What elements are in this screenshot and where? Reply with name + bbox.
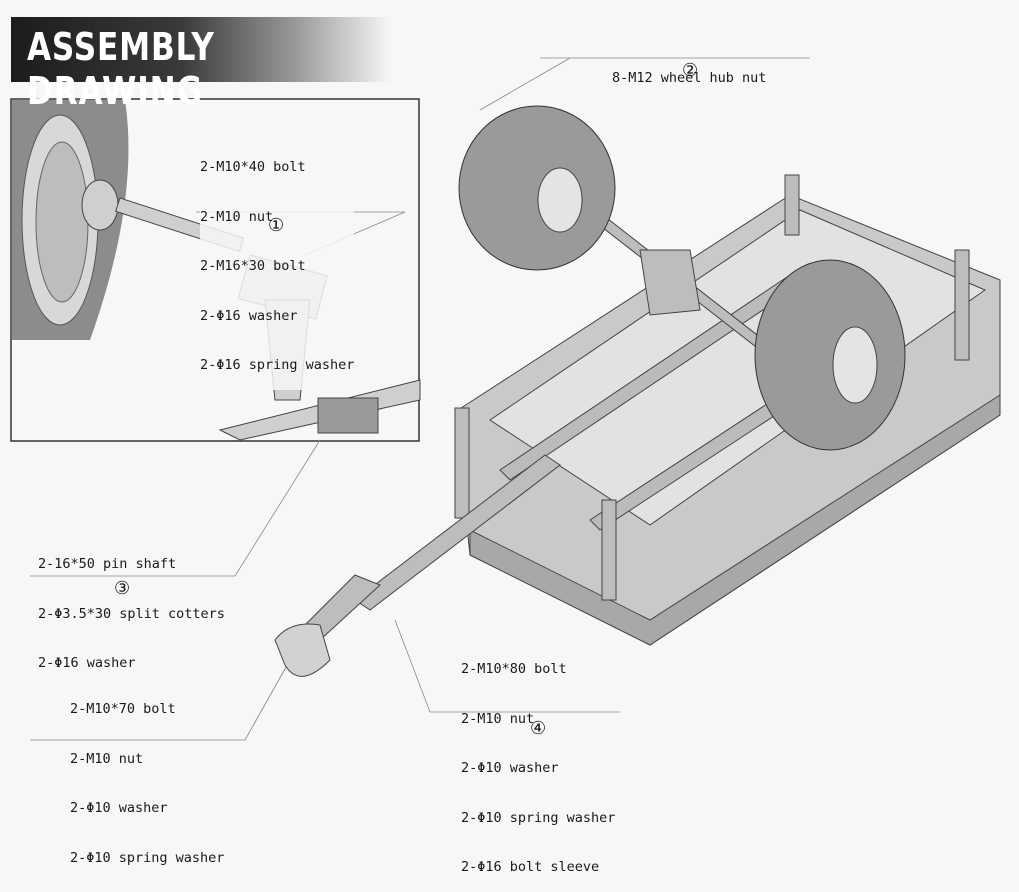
page-title-banner: ASSEMBLY DRAWING bbox=[11, 17, 391, 113]
part-line: 2-Φ10 washer bbox=[70, 800, 168, 816]
part-line: 2-M10*80 bolt bbox=[461, 661, 567, 677]
callout-4-parts: 2-M10*80 bolt 2-M10 nut 2-Φ10 washer 2-Φ… bbox=[461, 628, 615, 892]
part-line: 2-M10*40 bolt bbox=[200, 159, 306, 175]
part-line: 2-Φ10 spring washer bbox=[461, 809, 616, 826]
wheel-front bbox=[754, 259, 906, 451]
callout-2-parts: 8-M12 wheel hub nut bbox=[612, 37, 766, 103]
callout-5-parts: 2-M10*70 bolt 2-M10 nut 2-Φ10 washer 2-Φ… bbox=[70, 668, 224, 883]
part-line: 2-Φ16 washer bbox=[200, 307, 298, 324]
trailer-tongue bbox=[274, 454, 561, 677]
part-line: 2-M10 nut bbox=[200, 208, 274, 225]
page-title: ASSEMBLY DRAWING bbox=[27, 25, 215, 113]
part-line: 2-M16*30 bolt bbox=[200, 258, 306, 274]
part-line: 2-Φ3.5*30 split cotters bbox=[38, 605, 225, 622]
callout-4-number: ④ bbox=[530, 718, 547, 739]
callout-1-number: ① bbox=[268, 215, 285, 236]
assembly-illustration bbox=[10, 57, 1001, 741]
part-line: 2-Φ10 spring washer bbox=[70, 849, 225, 866]
callout-1-parts: 2-M10*40 bolt 2-M10 nut 2-M16*30 bolt 2-… bbox=[200, 126, 355, 390]
wheel-rear bbox=[458, 105, 616, 271]
part-line: 2-Φ16 spring washer bbox=[200, 357, 355, 373]
part-line: 2-Φ16 bolt sleeve bbox=[461, 859, 600, 875]
detail-inset-frame bbox=[10, 98, 420, 442]
callout-3-parts: 2-16*50 pin shaft 2-Φ3.5*30 split cotter… bbox=[38, 523, 225, 688]
part-line: 2-Φ10 washer bbox=[461, 760, 559, 776]
callout-2-number: ② bbox=[682, 60, 699, 81]
callout-3-number: ③ bbox=[114, 578, 131, 599]
part-line: 2-M10 nut bbox=[70, 750, 144, 767]
part-line: 8-M12 wheel hub nut bbox=[612, 70, 767, 86]
part-line: 2-M10*70 bolt bbox=[70, 701, 176, 717]
part-line: 2-M10 nut bbox=[461, 710, 535, 727]
part-line: 2-Φ16 washer bbox=[38, 655, 136, 671]
part-line: 2-16*50 pin shaft bbox=[38, 556, 177, 572]
